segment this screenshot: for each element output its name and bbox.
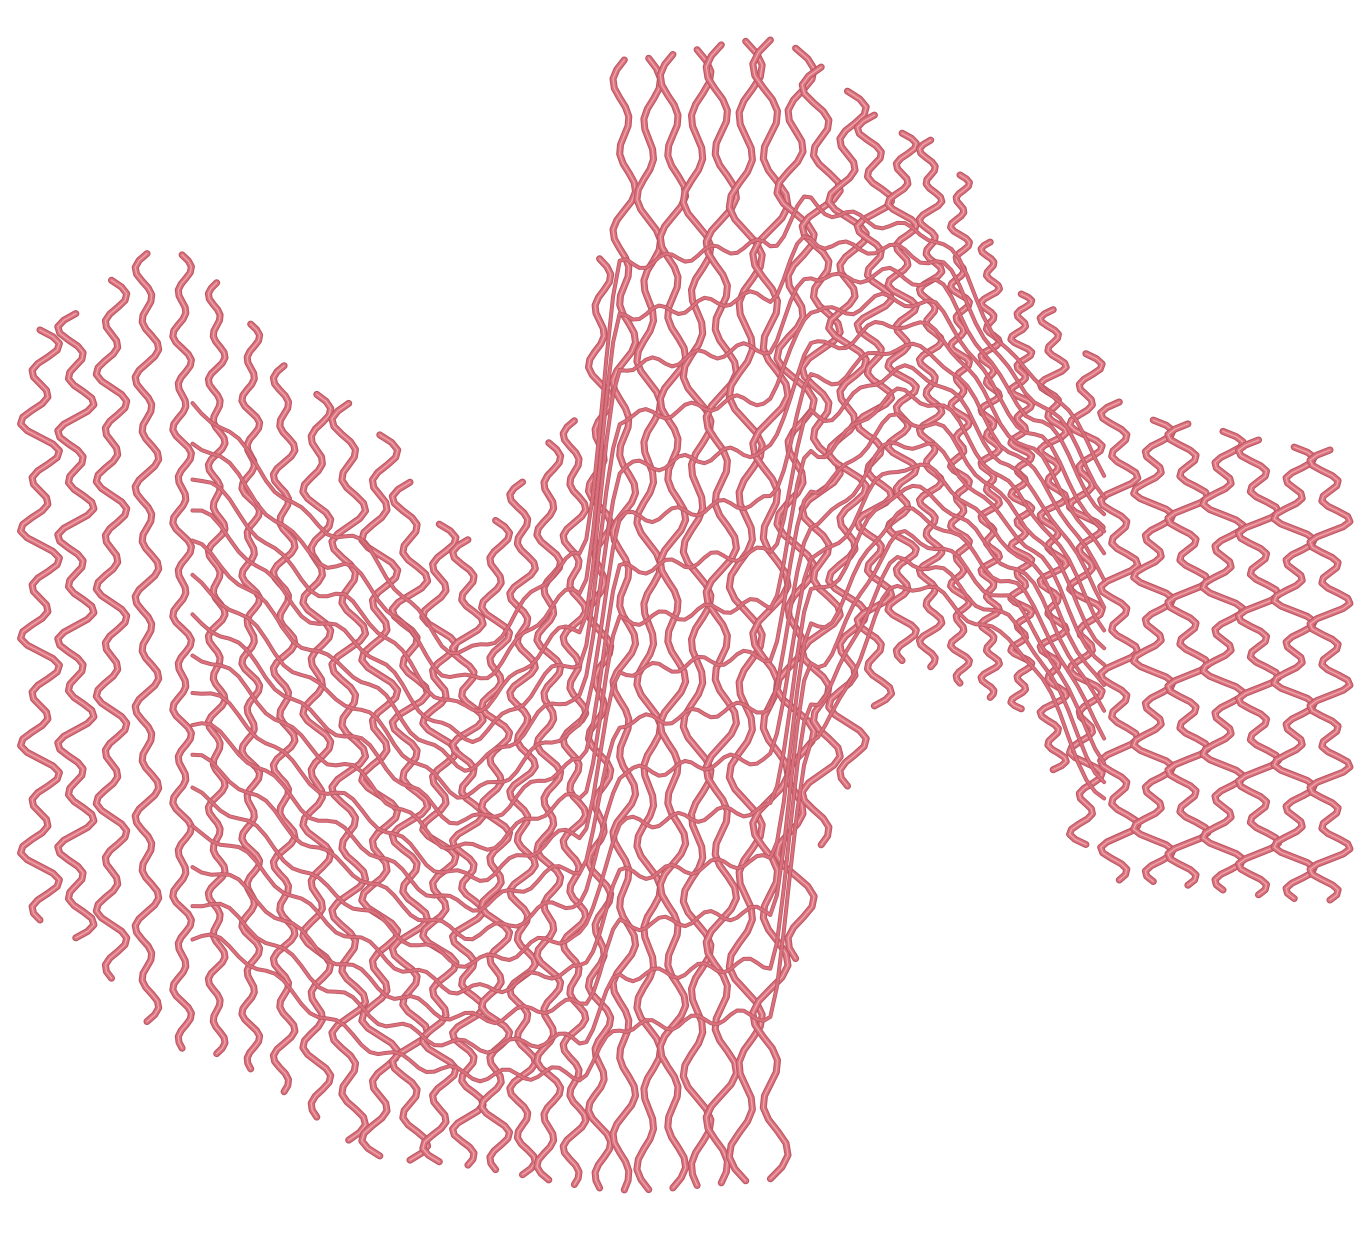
yarn-strand-highlight: [19, 329, 61, 921]
yarn-strand-highlight: [331, 402, 367, 1141]
yarn-strand-highlight: [1133, 419, 1174, 883]
yarn-loop-row: [191, 195, 1106, 655]
yarn-strand-highlight: [172, 254, 193, 1049]
yarn-strand-highlight: [1309, 449, 1351, 901]
yarn-loop-row: [191, 584, 1106, 1083]
yarn-strand-highlight: [980, 241, 1001, 699]
yarn-strand-highlight: [95, 279, 128, 979]
yarn-strand-highlight: [302, 393, 332, 1118]
yarn-strand-highlight: [612, 59, 637, 1191]
yarn-strand-group: [17, 36, 1354, 1194]
yarn-strand-highlight: [1100, 401, 1139, 881]
yarn-loop-row: [191, 506, 1106, 995]
yarn-loop-row: [191, 529, 1106, 1025]
yarn-strand-highlight: [57, 312, 95, 939]
yarn-loop-row-shadow: [190, 483, 1107, 969]
yarn-loop-row: [191, 342, 1106, 799]
yarn-strand-highlight: [272, 365, 296, 1093]
yarn-loop-row: [191, 555, 1106, 1054]
yarn-loop-row: [191, 363, 1106, 825]
yarn-strand-highlight: [134, 252, 160, 1023]
yarn-strand-highlight: [1202, 430, 1244, 891]
yarn-strand-highlight: [728, 40, 763, 1182]
yarn-strand-highlight: [659, 53, 687, 1189]
yarn-loop-row: [191, 440, 1106, 912]
yarn-loop-row: [191, 235, 1106, 680]
yarn-loop-row: [191, 413, 1106, 883]
yarn-loop-row: [191, 387, 1106, 851]
yarn-loop-row: [191, 484, 1106, 969]
yarn-strand-highlight: [451, 539, 484, 1166]
yarn-strand-highlight: [207, 282, 226, 1055]
yarn-loop-row: [191, 292, 1106, 744]
yarn-strand-highlight: [887, 132, 917, 662]
yarn-strand-highlight: [705, 44, 738, 1184]
yarn-strand-highlight: [1273, 446, 1315, 900]
yarn-strand-highlight: [391, 481, 429, 1161]
yarn-loop-row: [191, 463, 1106, 941]
yarn-loop-row: [191, 320, 1106, 773]
yarn-strand-highlight: [562, 420, 587, 1186]
yarn-loop-row: [191, 266, 1106, 713]
